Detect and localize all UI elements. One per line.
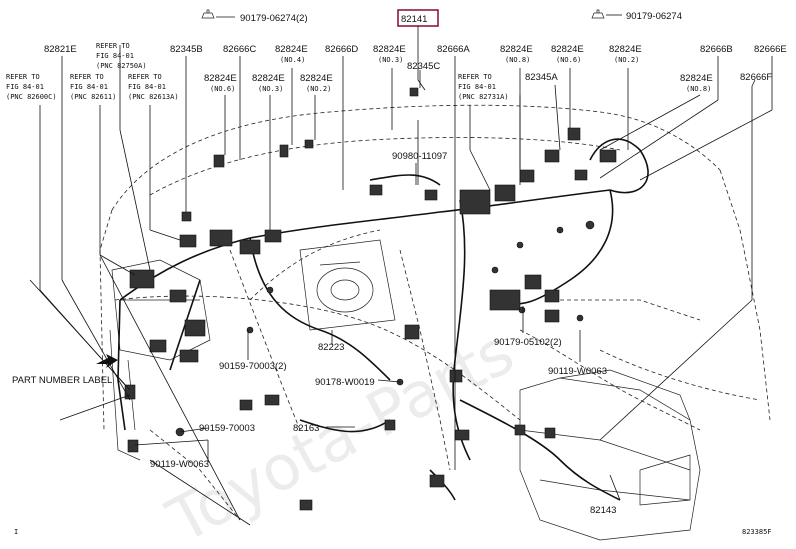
refer-a-line2: FIG 84-01: [96, 52, 134, 60]
label-82141: 82141: [401, 14, 427, 25]
refer-e-line3: (PNC 82731A): [458, 93, 509, 101]
label-82345c: 82345C: [407, 61, 440, 72]
label-90159-70003: 90159-70003: [199, 423, 255, 434]
label-no3: (NO.3): [258, 85, 283, 93]
refer-b-line2: FIG 84-01: [6, 83, 44, 91]
main-harness: [117, 138, 649, 501]
refer-b-line3: (PNC 82600C): [6, 93, 57, 101]
refer-a-line1: REFER TO: [96, 42, 130, 50]
refer-a-line3: (PNC 82750A): [96, 62, 147, 70]
label-no6: (NO.6): [210, 85, 235, 93]
refer-d-line2: FIG 84-01: [128, 83, 166, 91]
label-82666b: 82666B: [700, 44, 733, 55]
label-90119-w0063-left: 90119-W0063: [150, 459, 209, 470]
refer-b-line1: REFER TO: [6, 73, 40, 81]
label-82223: 82223: [318, 342, 344, 353]
label-82666c: 82666C: [223, 44, 256, 55]
label-82345a: 82345A: [525, 72, 558, 83]
label-82163: 82163: [293, 423, 319, 434]
label-no2-top: (NO.2): [614, 56, 639, 64]
label-90179-06274: 90179-06274: [626, 11, 682, 22]
label-82824e-no2: 82824E: [300, 73, 333, 84]
label-82824e-no6: 82824E: [204, 73, 237, 84]
instrument-panel-outline: [99, 104, 771, 521]
label-82824e-no8b: 82824E: [680, 73, 713, 84]
bolt-icon: [201, 9, 215, 19]
label-90179-05102-2: 90179-05102(2): [494, 337, 562, 348]
label-82666e: 82666E: [754, 44, 787, 55]
label-82345b: 82345B: [170, 44, 203, 55]
label-90980-11097: 90980-11097: [392, 151, 447, 162]
label-82824e-no2-top: 82824E: [609, 44, 642, 55]
label-82143: 82143: [590, 505, 616, 516]
label-no3-top: (NO.3): [378, 56, 403, 64]
refer-e-line1: REFER TO: [458, 73, 492, 81]
label-90178-w0019: 90178-W0019: [315, 377, 375, 388]
label-no8: (NO.8): [505, 56, 530, 64]
bolt-icon: [591, 9, 605, 19]
label-82821e: 82821E: [44, 44, 77, 55]
arrow-icon: [96, 354, 118, 368]
refer-c-line3: (PNC 82611): [70, 93, 116, 101]
connectors: [124, 87, 617, 511]
label-82666d: 82666D: [325, 44, 358, 55]
label-82824e-no3: 82824E: [252, 73, 285, 84]
label-82824e-no4: 82824E: [275, 44, 308, 55]
label-90179-06274-2: 90179-06274(2): [240, 13, 308, 24]
refer-d-line1: REFER TO: [128, 73, 162, 81]
part-labels: 90179-06274(2) 82141 90179-06274 82821E …: [6, 11, 787, 536]
label-90119-w0063-right: 90119-W0063: [548, 366, 607, 377]
figure-code: 823385F: [742, 528, 772, 536]
label-82824e-no3-top: 82824E: [373, 44, 406, 55]
label-82824e-no6-top: 82824E: [551, 44, 584, 55]
refer-d-line3: (PNC 82613A): [128, 93, 179, 101]
part-number-label: PART NUMBER LABEL: [12, 375, 112, 386]
steering-area: [299, 239, 396, 331]
label-no2: (NO.2): [306, 85, 331, 93]
label-82824e-no8: 82824E: [500, 44, 533, 55]
page-marker: I: [14, 528, 18, 536]
label-90159-70003-2: 90159-70003(2): [219, 361, 287, 372]
refer-c-line1: REFER TO: [70, 73, 104, 81]
label-no6-top: (NO.6): [556, 56, 581, 64]
label-no4: (NO.4): [280, 56, 305, 64]
refer-e-line2: FIG 84-01: [458, 83, 496, 91]
label-82666f: 82666F: [740, 72, 772, 83]
label-82666a: 82666A: [437, 44, 470, 55]
refer-c-line2: FIG 84-01: [70, 83, 108, 91]
leader-lines: [29, 14, 773, 526]
label-no8b: (NO.8): [686, 85, 711, 93]
